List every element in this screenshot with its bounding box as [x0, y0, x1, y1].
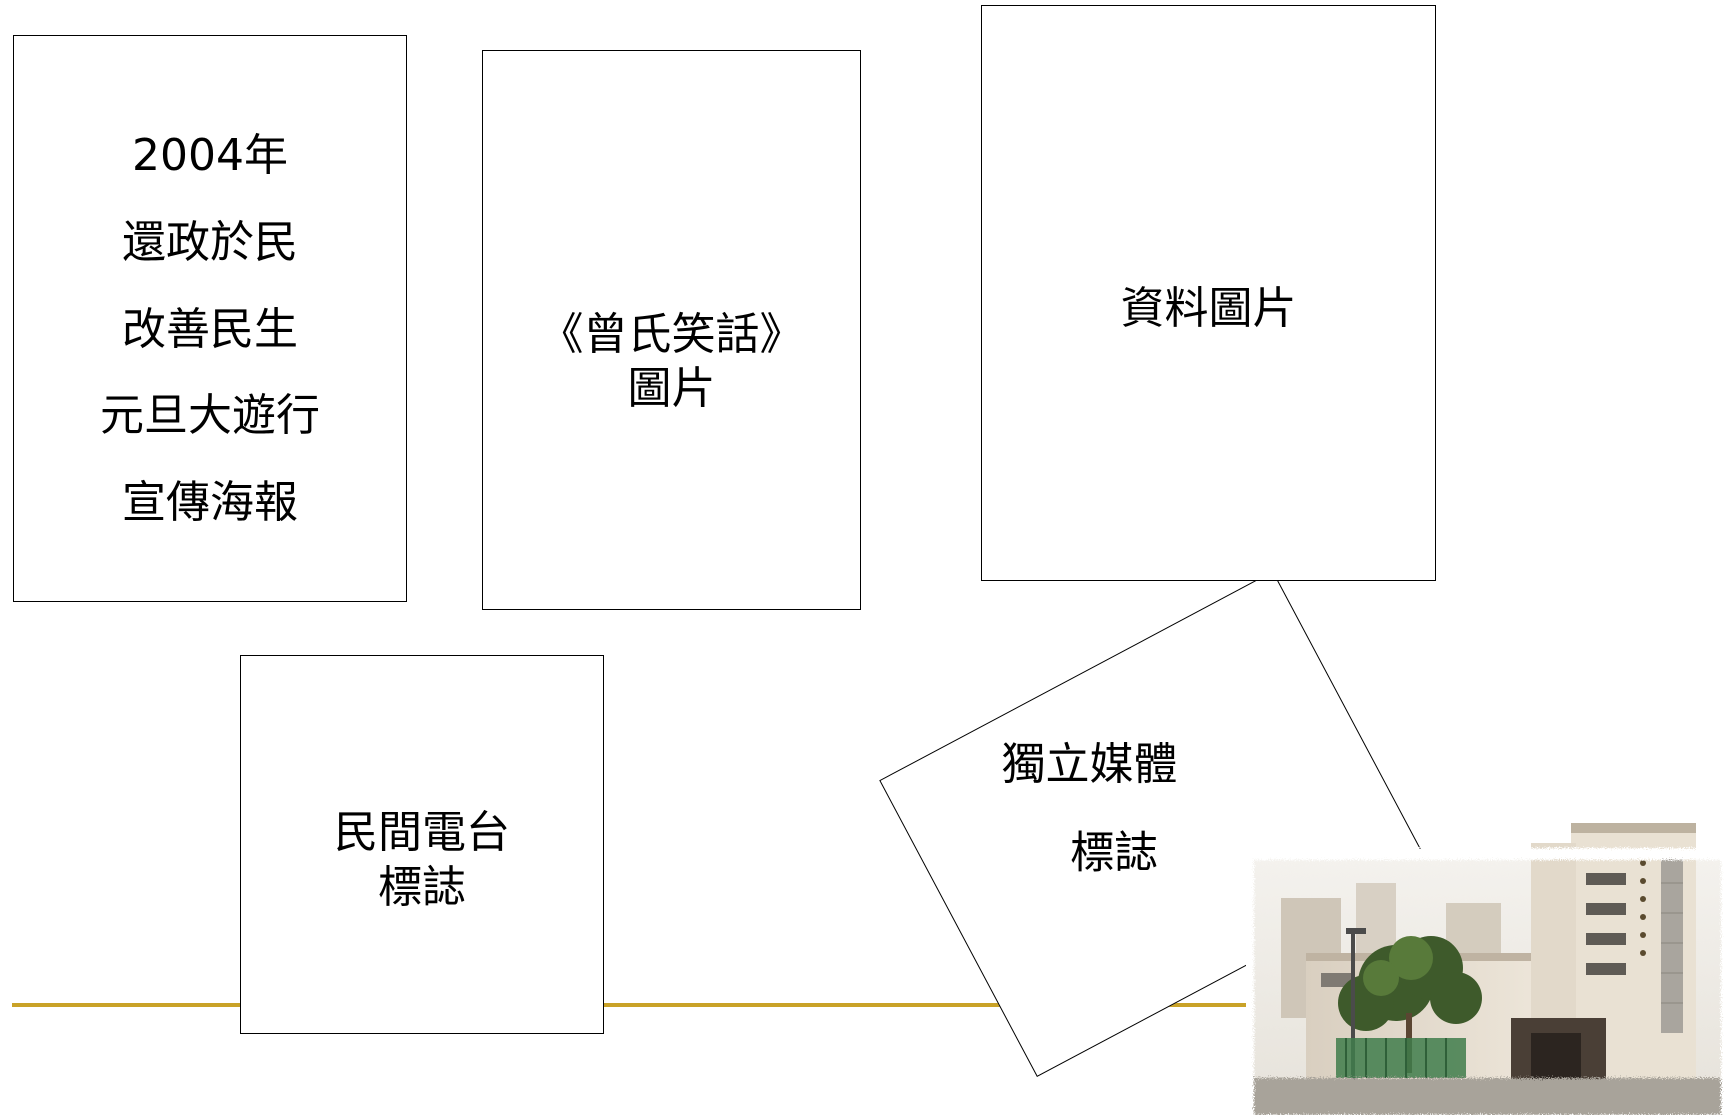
poster-line-3: 元旦大遊行: [100, 390, 320, 441]
poster-line-4: 宣傳海報: [122, 477, 298, 528]
school-building-photo: [1246, 813, 1729, 1115]
poster-line-year: 2004年: [132, 130, 288, 181]
media-label: 獨立媒體: [1001, 738, 1178, 790]
comic-subtitle: 圖片: [627, 363, 716, 414]
poster-line-1: 還政於民: [122, 217, 298, 268]
radio-label: 民間電台: [334, 807, 510, 858]
resource-image-placeholder-box: 資料圖片: [981, 5, 1436, 581]
radio-logo-placeholder-box: 民間電台 標誌: [240, 655, 604, 1034]
comic-title: 《曾氏笑話》: [539, 309, 804, 360]
poster-line-2: 改善民生: [122, 304, 298, 355]
comic-image-placeholder-box: 《曾氏笑話》 圖片: [482, 50, 861, 610]
poster-placeholder-box: 2004年 還政於民 改善民生 元旦大遊行 宣傳海報: [13, 35, 407, 602]
gold-divider-line: [12, 1003, 1252, 1007]
resource-label: 資料圖片: [1120, 283, 1297, 334]
radio-sublabel: 標誌: [378, 862, 466, 913]
